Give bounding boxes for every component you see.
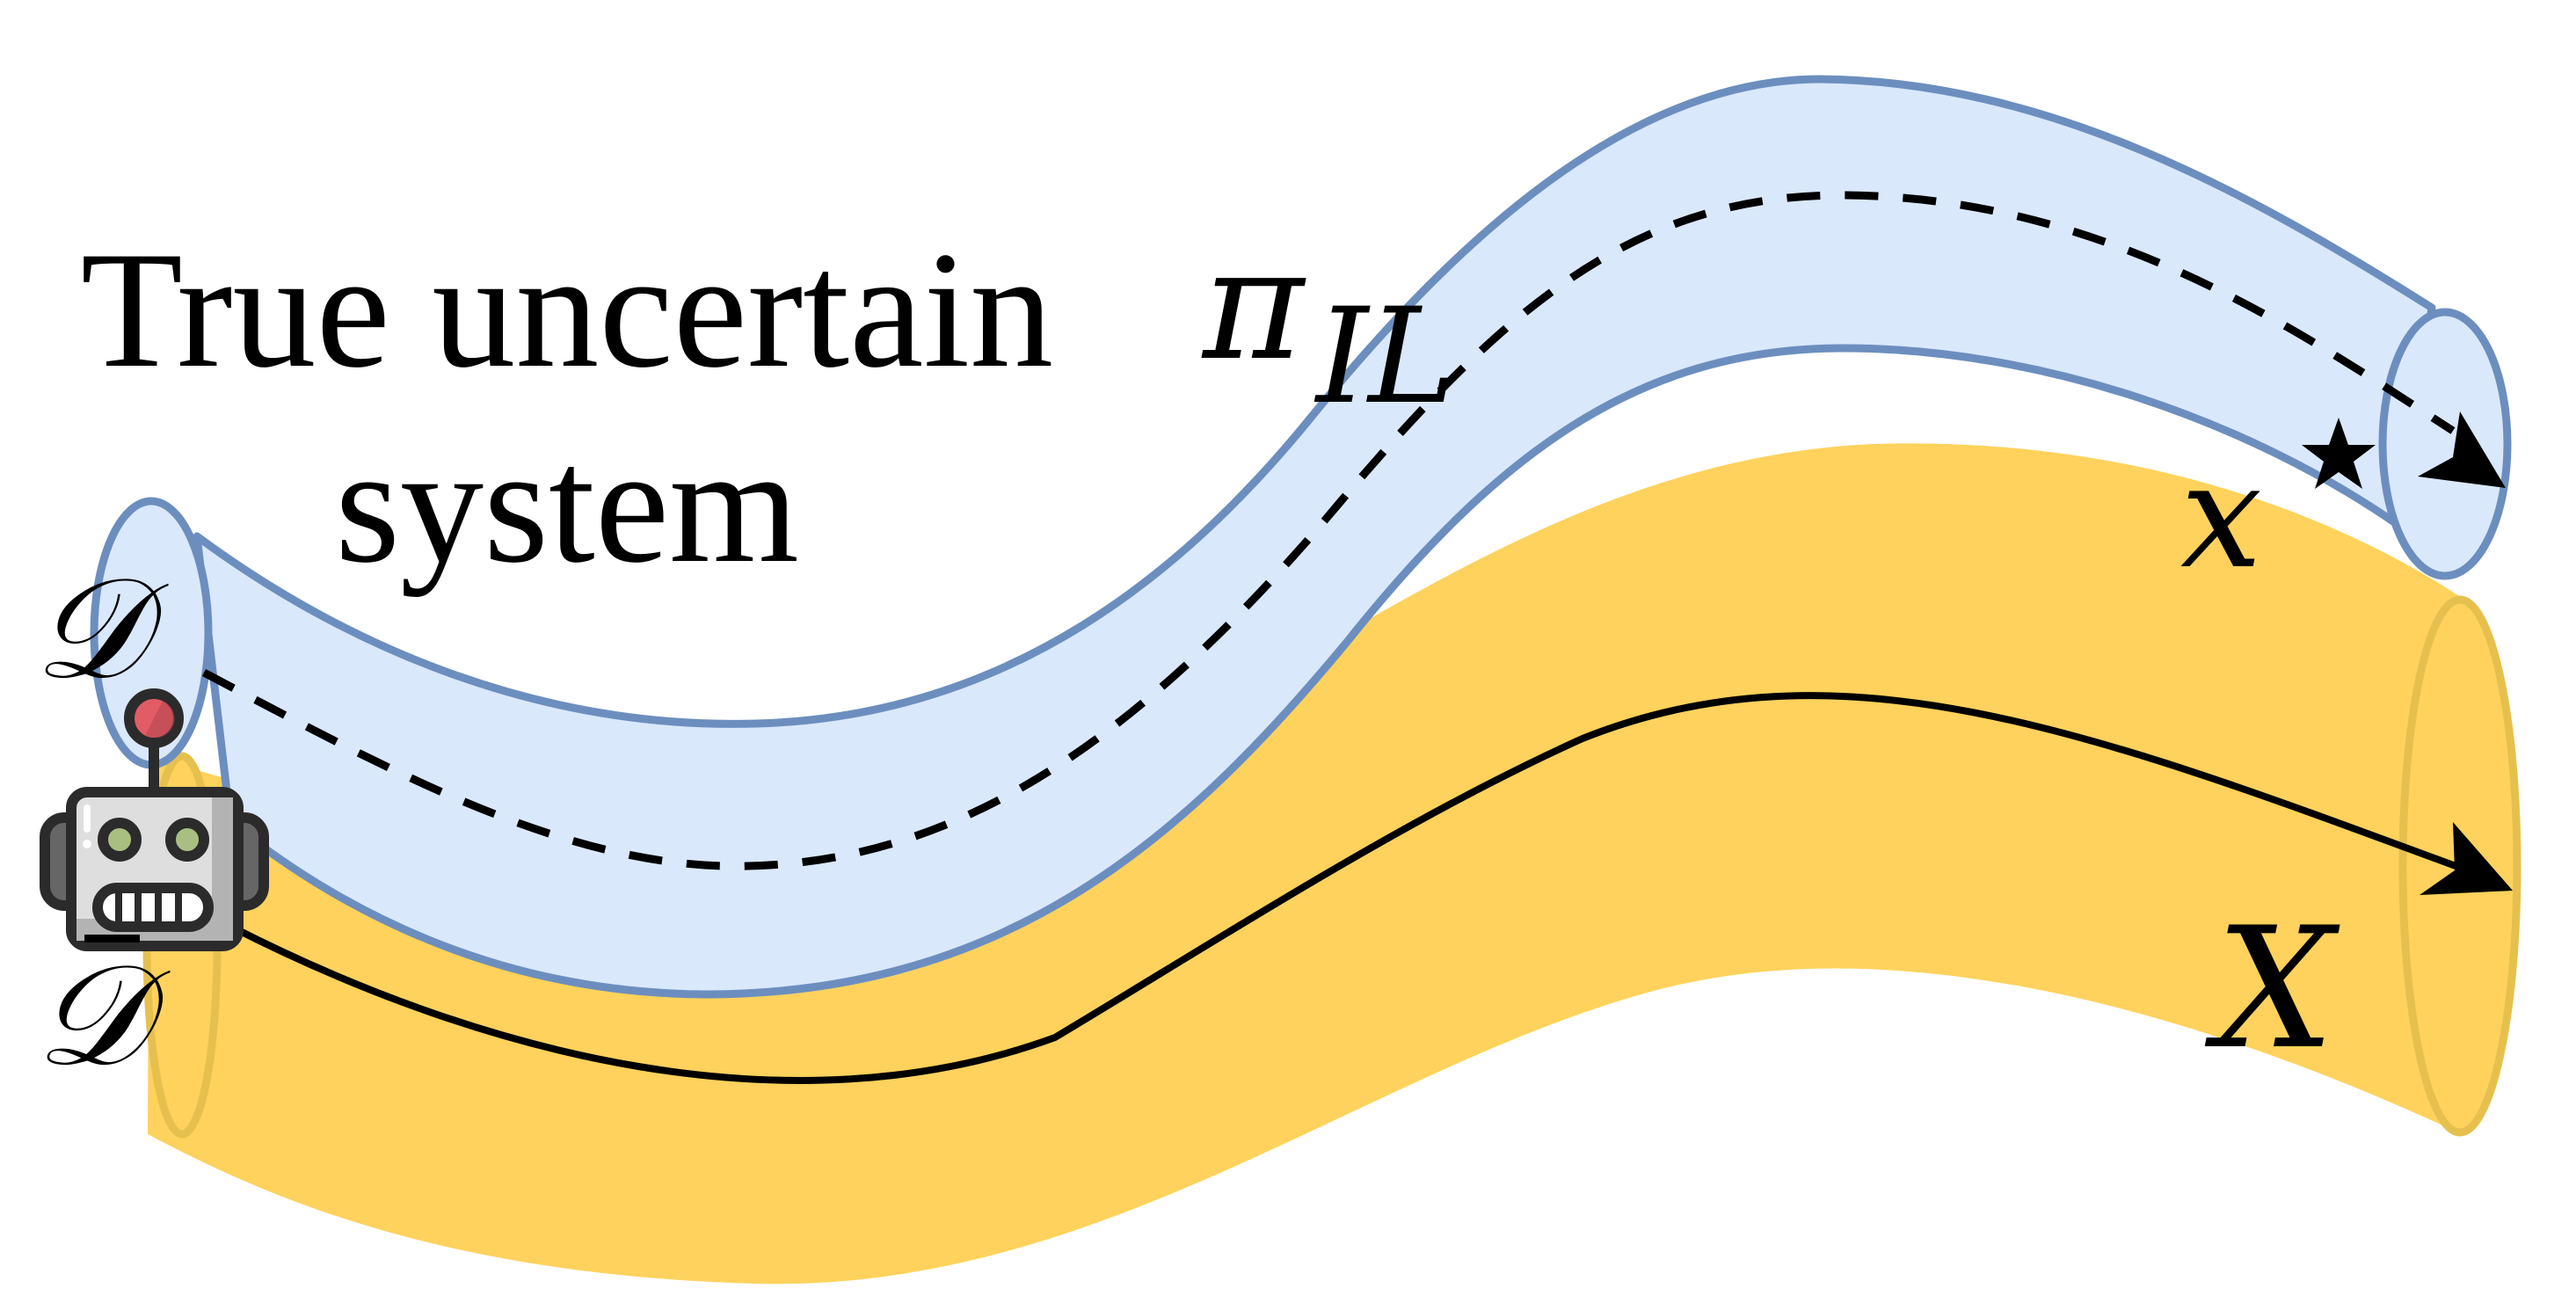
label-x: x [2180,432,2263,600]
blue-tube [90,75,2512,999]
label-pi-symbol: π [1203,216,1305,395]
solid-true-trajectory [231,692,2481,1084]
blue-tube-end-cap [2378,308,2512,580]
label-X: X [2216,892,2335,1086]
dashed-arrowhead-icon [2418,411,2506,488]
star-icon [2302,418,2376,489]
label-D: 𝒟 [33,546,146,710]
yellow-tube-body [148,443,2462,1285]
dashed-nominal-trajectory [201,191,2456,870]
title-line-1: True uncertain [80,218,1054,403]
solid-arrowhead-icon [2420,822,2513,895]
robot-icon [40,688,269,951]
title-line-2: system [335,413,799,598]
label-x-star: x [2180,444,2262,589]
d-bar-overline [84,935,140,942]
label-D-bar: 𝒟 [35,933,148,1097]
label-pi-subscript: IL [1316,280,1456,433]
label-pi: πIL [1203,229,1456,423]
